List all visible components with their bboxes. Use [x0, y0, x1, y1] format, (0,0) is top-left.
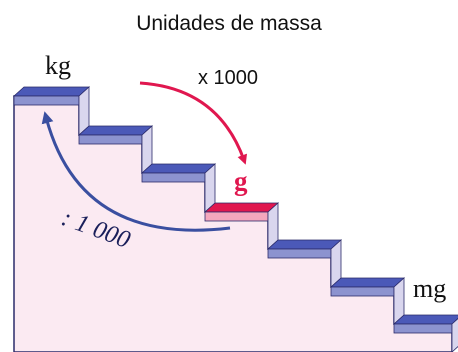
- stair-tread-3: [140, 163, 217, 174]
- divide-arrow: [41, 111, 231, 232]
- multiply-label: x 1000: [198, 67, 258, 89]
- stair-tread-4: [203, 202, 280, 213]
- stair-riser-5: [267, 248, 332, 259]
- stair-riser-6: [330, 286, 395, 297]
- stair-riser-1: [13, 95, 80, 106]
- unit-label-g: g: [234, 166, 248, 196]
- stair-tread-6: [329, 277, 406, 288]
- diagram-title: Unidades de massa: [136, 12, 322, 35]
- stair-riser-4: [204, 211, 269, 222]
- unit-label-mg: mg: [413, 274, 446, 303]
- stair-tread-7: [392, 314, 458, 325]
- stair-tread-1: [12, 86, 91, 97]
- stair-riser-7: [393, 323, 453, 334]
- stair-tread-2: [77, 125, 154, 136]
- multiply-arrow: [139, 81, 248, 165]
- stair-tread-5: [266, 239, 343, 250]
- stair-side-7: [451, 318, 458, 352]
- stair-riser-2: [78, 134, 143, 145]
- stair-riser-3: [141, 172, 206, 183]
- unit-label-kg: kg: [45, 51, 71, 80]
